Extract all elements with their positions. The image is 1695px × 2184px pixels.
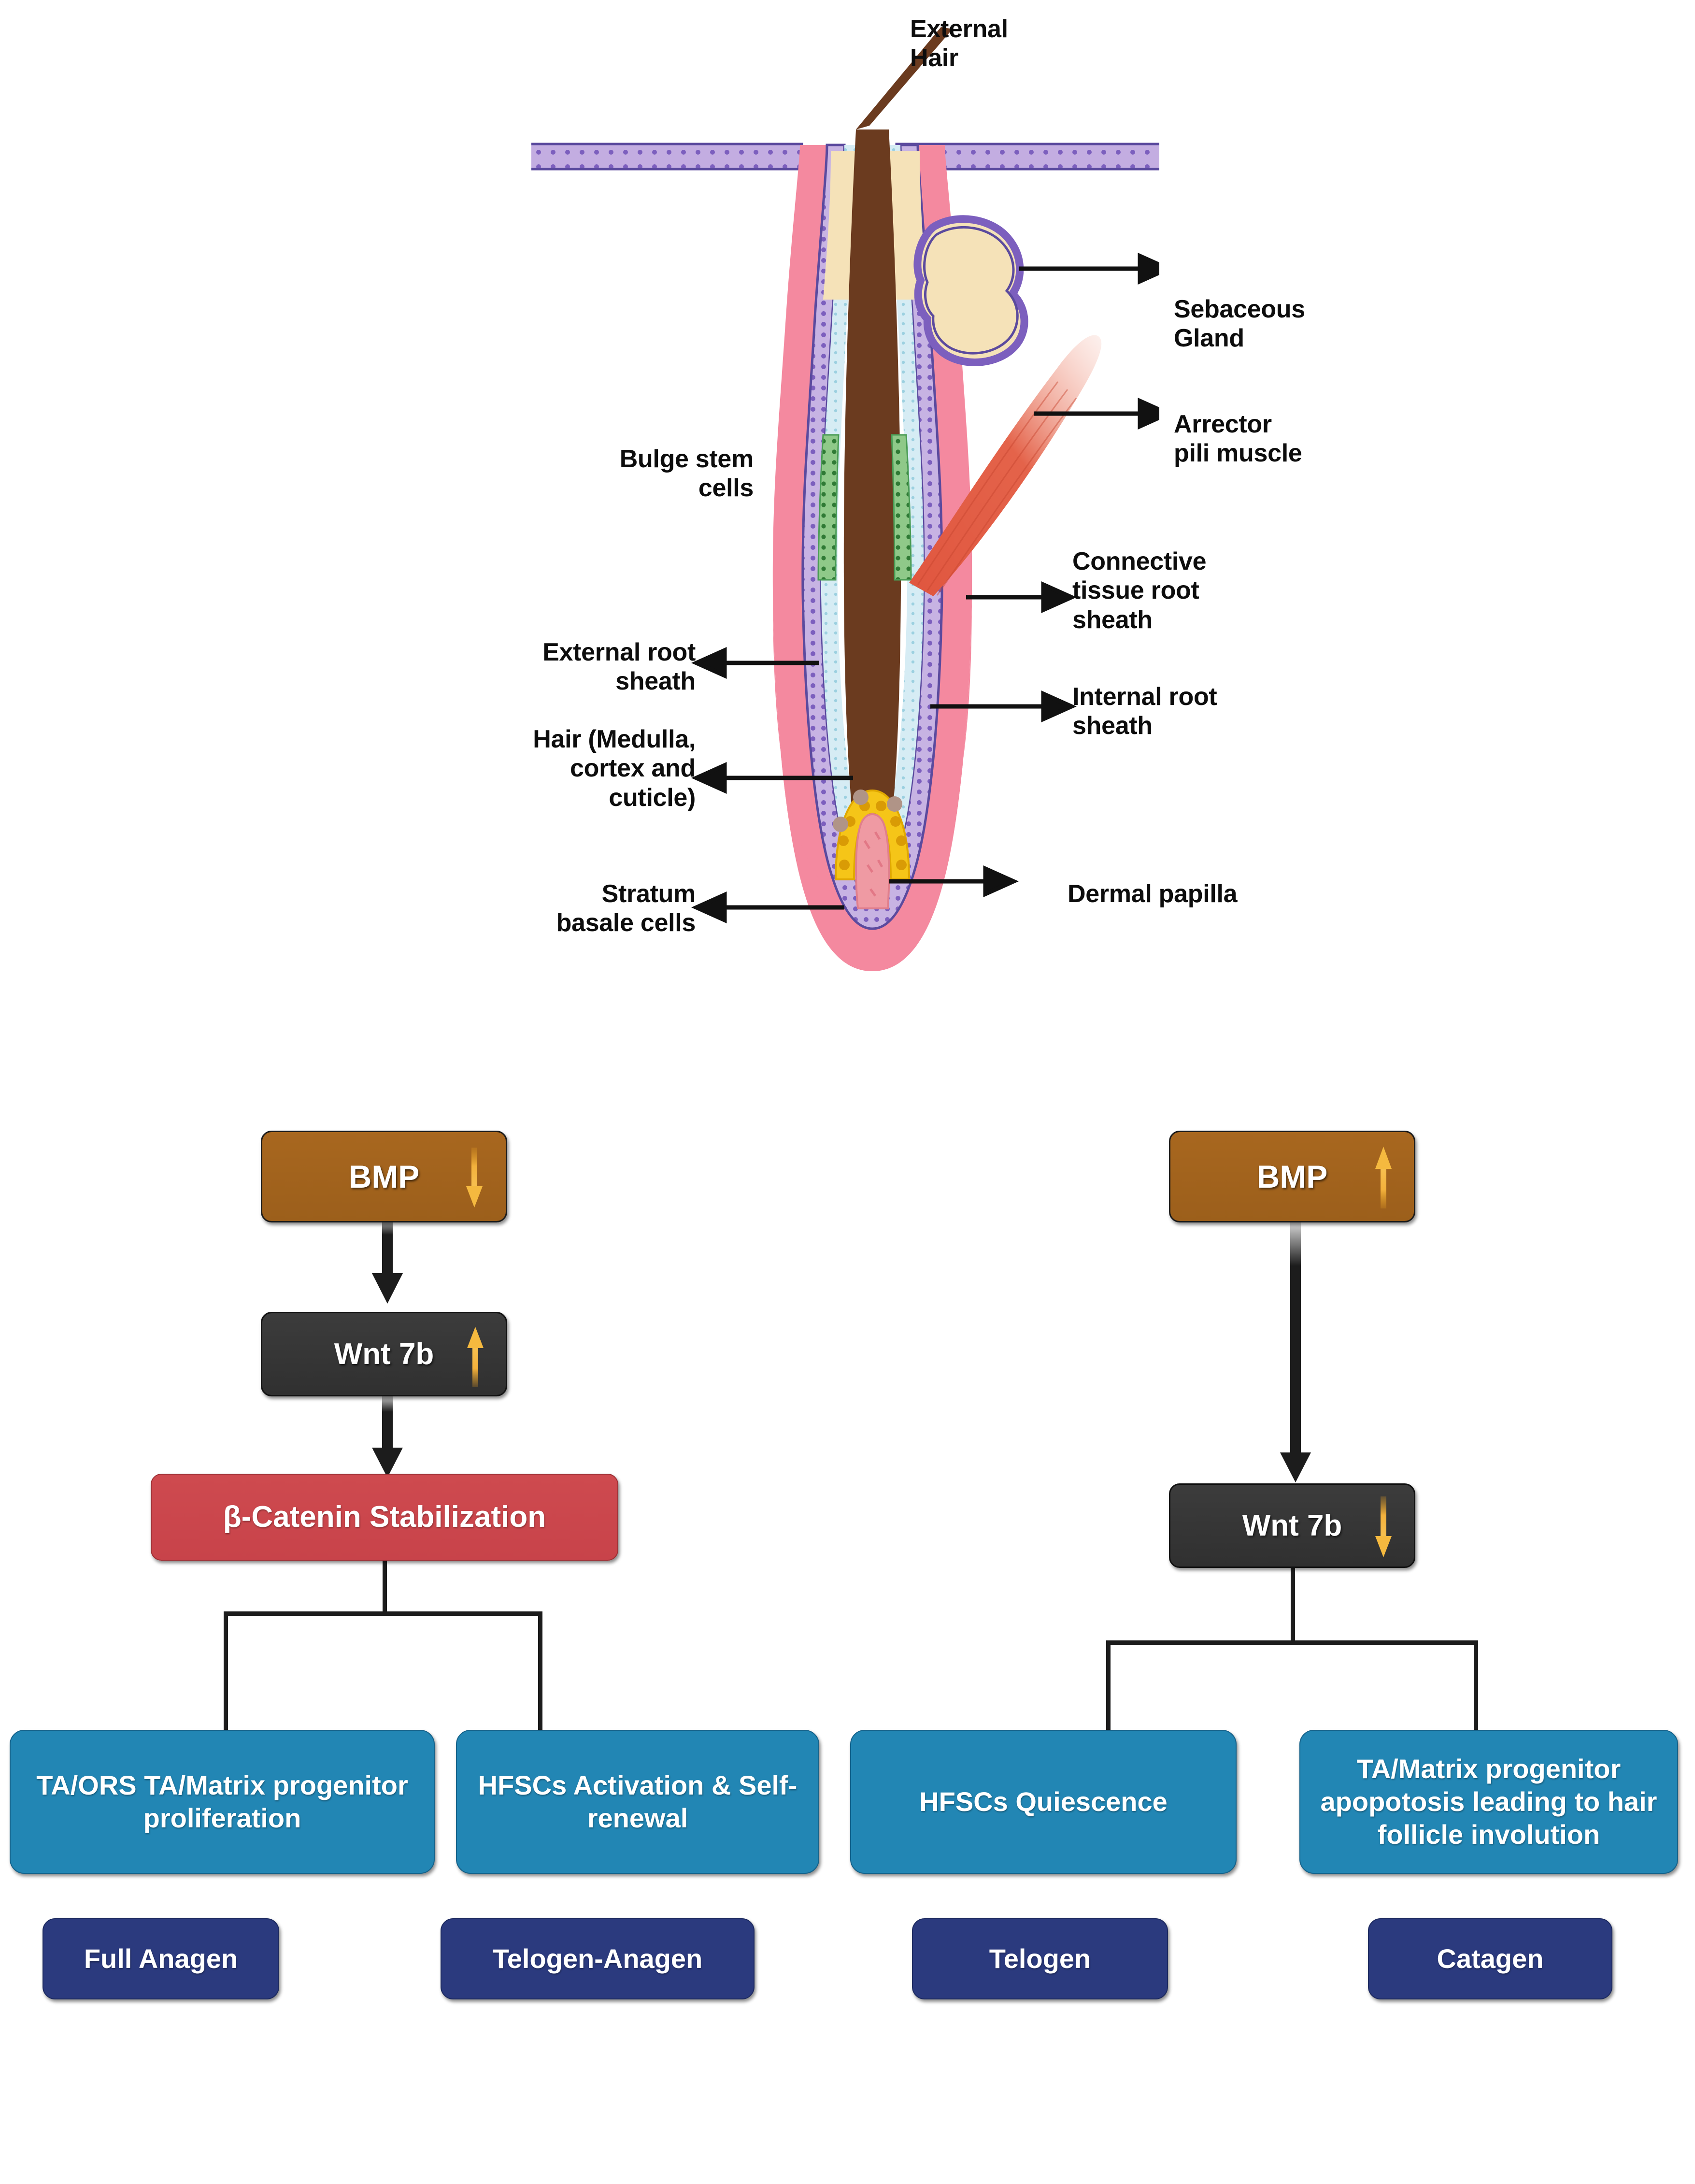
label-external-hair: External Hair xyxy=(910,15,1008,72)
outcome-3-label: HFSCs Quiescence xyxy=(919,1786,1168,1817)
node-bmp-left[interactable]: BMP xyxy=(261,1131,507,1222)
outcome-1-label: TA/ORS TA/Matrix progenitor proliferatio… xyxy=(36,1769,408,1833)
label-sebaceous-gland: Sebaceous Gland xyxy=(1174,295,1305,353)
connector-wnt-right-stem xyxy=(1291,1566,1295,1643)
leader-lines xyxy=(691,253,1159,923)
epidermis-left xyxy=(531,143,803,171)
node-wnt7b-right-label: Wnt 7b xyxy=(1242,1509,1342,1542)
hair-follicle-anatomy-panel: External Hair Sebaceous Gland Arrector p… xyxy=(0,0,1695,1053)
connector-catenin-stem xyxy=(383,1537,387,1614)
arrow-bmp-to-wnt-left xyxy=(372,1213,403,1304)
label-hair-medulla-cortex-cuticle: Hair (Medulla, cortex and cuticle) xyxy=(533,725,696,812)
connector-to-outcome-4 xyxy=(1474,1640,1478,1735)
phase-telogen-anagen[interactable]: Telogen-Anagen xyxy=(441,1918,755,1999)
connector-to-outcome-3 xyxy=(1106,1640,1111,1735)
connector-catenin-bar xyxy=(224,1611,542,1616)
trend-down-icon xyxy=(1375,1496,1392,1558)
node-wnt7b-right[interactable]: Wnt 7b xyxy=(1169,1483,1415,1568)
node-wnt7b-left-label: Wnt 7b xyxy=(334,1337,434,1371)
trend-up-icon xyxy=(467,1325,484,1387)
phase-full-anagen[interactable]: Full Anagen xyxy=(43,1918,279,1999)
node-beta-catenin-stabilization[interactable]: β-Catenin Stabilization xyxy=(151,1474,618,1561)
phase-3-label: Telogen xyxy=(989,1943,1091,1974)
label-external-root-sheath: External root sheath xyxy=(542,638,696,696)
node-bmp-right-label: BMP xyxy=(1256,1158,1328,1194)
node-bmp-right[interactable]: BMP xyxy=(1169,1131,1415,1222)
phase-4-label: Catagen xyxy=(1437,1943,1544,1974)
label-connective-tissue-root-sheath: Connective tissue root sheath xyxy=(1072,547,1207,634)
trend-up-icon xyxy=(1375,1144,1392,1208)
trend-down-icon xyxy=(466,1148,483,1208)
external-hair-shaft xyxy=(856,27,953,129)
outcome-ta-ors-matrix-proliferation[interactable]: TA/ORS TA/Matrix progenitor proliferatio… xyxy=(10,1730,435,1874)
sebaceous-gland-inner xyxy=(923,226,1019,355)
matrix-cell-nuclei xyxy=(838,801,907,870)
bulge-stem-cells-right xyxy=(891,434,912,581)
papilla-capillaries xyxy=(863,831,883,897)
connector-to-outcome-2 xyxy=(538,1611,542,1735)
phase-catagen[interactable]: Catagen xyxy=(1368,1918,1612,1999)
connector-to-outcome-1 xyxy=(224,1611,228,1735)
label-dermal-papilla: Dermal papilla xyxy=(1068,880,1238,908)
arrector-pili-muscle xyxy=(909,335,1102,596)
connector-right-bar xyxy=(1106,1640,1478,1645)
arrow-wnt-to-catenin-left xyxy=(372,1392,403,1478)
arrow-bmp-to-wnt-right xyxy=(1280,1213,1311,1482)
internal-hair-shaft xyxy=(843,129,901,884)
outcome-ta-matrix-apoptosis[interactable]: TA/Matrix progenitor apopotosis leading … xyxy=(1299,1730,1678,1874)
outcome-2-label: HFSCs Activation & Self-renewal xyxy=(478,1769,798,1833)
dermal-papilla xyxy=(855,813,890,909)
melanocytes xyxy=(833,790,902,832)
label-internal-root-sheath: Internal root sheath xyxy=(1072,683,1217,740)
node-beta-catenin-label: β-Catenin Stabilization xyxy=(223,1500,546,1534)
signalling-flowchart-panel: BMP Wnt 7b xyxy=(0,1053,1695,2184)
phase-2-label: Telogen-Anagen xyxy=(492,1943,703,1974)
outcome-hfsc-activation-self-renewal[interactable]: HFSCs Activation & Self-renewal xyxy=(456,1730,819,1874)
label-arrector-pili-muscle: Arrector pili muscle xyxy=(1174,410,1302,468)
hair-follicle-illustration xyxy=(531,27,1159,971)
bulge-stem-cells-left xyxy=(817,434,840,581)
label-bulge-stem-cells: Bulge stem cells xyxy=(619,445,754,503)
phase-1-label: Full Anagen xyxy=(84,1943,238,1974)
node-bmp-left-label: BMP xyxy=(348,1158,420,1194)
phase-telogen[interactable]: Telogen xyxy=(912,1918,1168,1999)
label-stratum-basale-cells: Stratum basale cells xyxy=(556,880,696,937)
outcome-4-label: TA/Matrix progenitor apopotosis leading … xyxy=(1320,1753,1657,1850)
outcome-hfsc-quiescence[interactable]: HFSCs Quiescence xyxy=(850,1730,1237,1874)
node-wnt7b-left[interactable]: Wnt 7b xyxy=(261,1312,507,1396)
